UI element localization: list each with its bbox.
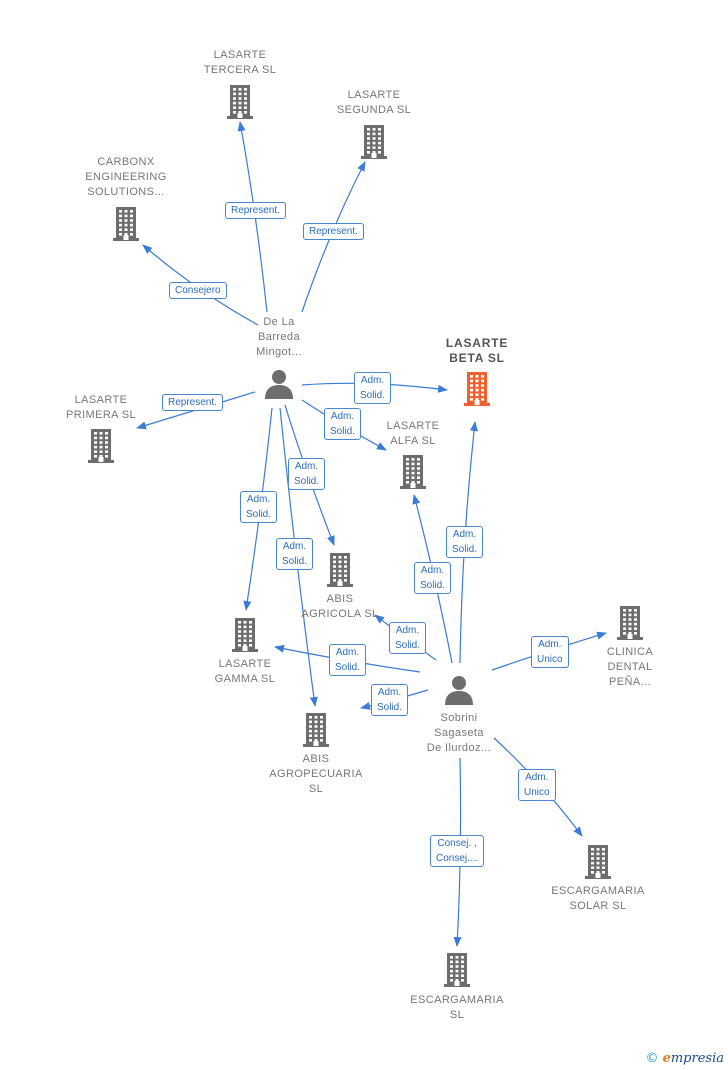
company-label: ESCARGAMARIA SL (410, 994, 504, 1021)
edge-label-represent-lasarte-primera[interactable]: Represent. (162, 394, 223, 411)
edge-label-adm-solid-abis-agricola[interactable]: Adm. Solid. (288, 458, 326, 490)
company-label: LASARTE TERCERA SL (203, 49, 277, 76)
edge-label-adm-solid-lasarte-alfa[interactable]: Adm. Solid. (414, 562, 452, 594)
building-icon[interactable] (325, 552, 355, 593)
company-label: ABIS AGRICOLA SL (301, 593, 379, 620)
building-icon[interactable] (615, 605, 645, 646)
building-icon[interactable] (359, 124, 389, 165)
building-icon[interactable] (442, 952, 472, 993)
edge-label-adm-solid-abis-agropecuaria[interactable]: Adm. Solid. (276, 538, 314, 570)
edge-label-adm-solid-abis-agropecuaria[interactable]: Adm. Solid. (371, 684, 409, 716)
empresia-logo[interactable]: © empresia (645, 1051, 724, 1066)
person-icon[interactable] (264, 369, 294, 404)
building-icon[interactable] (86, 428, 116, 469)
edge-label-adm-solid-lasarte-gamma[interactable]: Adm. Solid. (240, 491, 278, 523)
company-label: LASARTE GAMMA SL (214, 658, 276, 685)
building-icon[interactable] (398, 454, 428, 495)
company-label: ESCARGAMARIA SOLAR SL (551, 885, 645, 912)
edge-label-represent-lasarte-segunda[interactable]: Represent. (303, 223, 364, 240)
edge-label-adm-unico-clinica-dental[interactable]: Adm. Unico (531, 636, 569, 668)
edge-label-adm-solid-lasarte-beta[interactable]: Adm. Solid. (446, 526, 484, 558)
edge-de-la-barreda-to-lasarte-primera (136, 391, 256, 430)
building-icon[interactable] (230, 617, 260, 658)
building-icon[interactable] (225, 84, 255, 125)
edge-label-adm-solid-abis-agricola[interactable]: Adm. Solid. (389, 622, 427, 654)
edge-label-consej-consej-escargamaria[interactable]: Consej. , Consej.... (430, 835, 485, 867)
person-icon[interactable] (444, 675, 474, 710)
building-icon[interactable] (462, 371, 492, 412)
company-label: LASARTE ALFA SL (386, 420, 440, 447)
building-icon[interactable] (583, 844, 613, 885)
edge-label-adm-unico-escargamaria-solar[interactable]: Adm. Unico (518, 769, 556, 801)
building-icon[interactable] (111, 206, 141, 247)
person-label: Sobrini Sagaseta De Ilurdoz... (426, 712, 492, 754)
company-label: CARBONX ENGINEERING SOLUTIONS... (85, 156, 167, 198)
edge-label-adm-solid-lasarte-gamma[interactable]: Adm. Solid. (329, 644, 367, 676)
company-label: LASARTE PRIMERA SL (65, 394, 137, 421)
company-label: ABIS AGROPECUARIA SL (269, 753, 363, 795)
building-icon[interactable] (301, 712, 331, 753)
edge-label-consejero-carbonx[interactable]: Consejero (169, 282, 227, 299)
edge-label-adm-solid-lasarte-beta[interactable]: Adm. Solid. (354, 372, 392, 404)
company-label: CLINICA DENTAL PEÑA... (606, 646, 654, 688)
edge-label-represent-lasarte-tercera[interactable]: Represent. (225, 202, 286, 219)
company-label: LASARTE BETA SL (445, 336, 509, 365)
person-label: De La Barreda Mingot... (256, 316, 302, 358)
company-label: LASARTE SEGUNDA SL (336, 89, 412, 116)
edge-label-adm-solid-lasarte-alfa[interactable]: Adm. Solid. (324, 408, 362, 440)
